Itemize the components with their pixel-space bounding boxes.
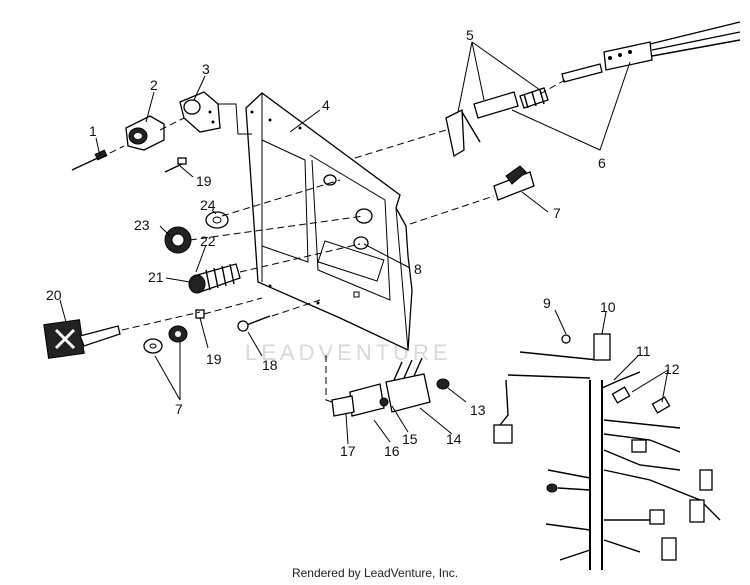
callout-12: 12 [664,361,680,377]
screw-19a [164,157,187,173]
callout-11: 11 [636,343,651,359]
callout-19a: 19 [196,173,212,189]
callout-21: 21 [148,269,164,285]
wire-harness [493,333,721,570]
callout-23: 23 [134,217,150,233]
lamp-housing [125,115,165,151]
leader-lines [59,41,669,445]
screw-18 [237,315,271,332]
callout-1: 1 [89,123,97,139]
callout-19b: 19 [206,351,222,367]
footer-credit: Rendered by LeadVenture, Inc. [291,566,459,580]
callout-15: 15 [402,431,418,447]
toggle-switch-7 [493,165,535,201]
ignition-switch-21 [188,263,241,294]
callout-10: 10 [600,299,616,315]
washer-24 [205,211,229,229]
callout-14: 14 [446,431,462,447]
assembly-lines [99,79,566,403]
callout-8: 8 [414,261,422,277]
callout-4: 4 [322,97,330,113]
dash-panel [245,92,413,351]
nut-23 [164,226,192,254]
callout-5: 5 [466,27,474,43]
callout-17: 17 [340,443,356,459]
lamp-bracket [179,91,252,135]
bulb [71,149,108,171]
callout-7b: 7 [175,401,183,417]
callout-7a: 7 [553,205,561,221]
callout-22: 22 [200,233,216,249]
callout-16: 16 [384,443,400,459]
switch-5 [445,63,603,158]
callout-3: 3 [202,61,210,77]
callout-20: 20 [46,287,62,303]
callout-6: 6 [598,155,606,171]
callout-9: 9 [543,295,551,311]
terminal-block [331,357,450,417]
callout-2: 2 [150,77,158,93]
callouts: 1 2 3 4 5 6 7 7 8 9 10 11 12 13 14 15 16… [46,27,680,459]
callout-13: 13 [470,402,486,418]
key-20 [43,319,121,359]
connector-6 [603,21,741,71]
screw-19b [195,309,205,319]
nut-7-left [143,325,188,354]
callout-24: 24 [200,197,216,213]
watermark: LEADVENTURE [245,340,452,365]
callout-18: 18 [262,357,278,373]
